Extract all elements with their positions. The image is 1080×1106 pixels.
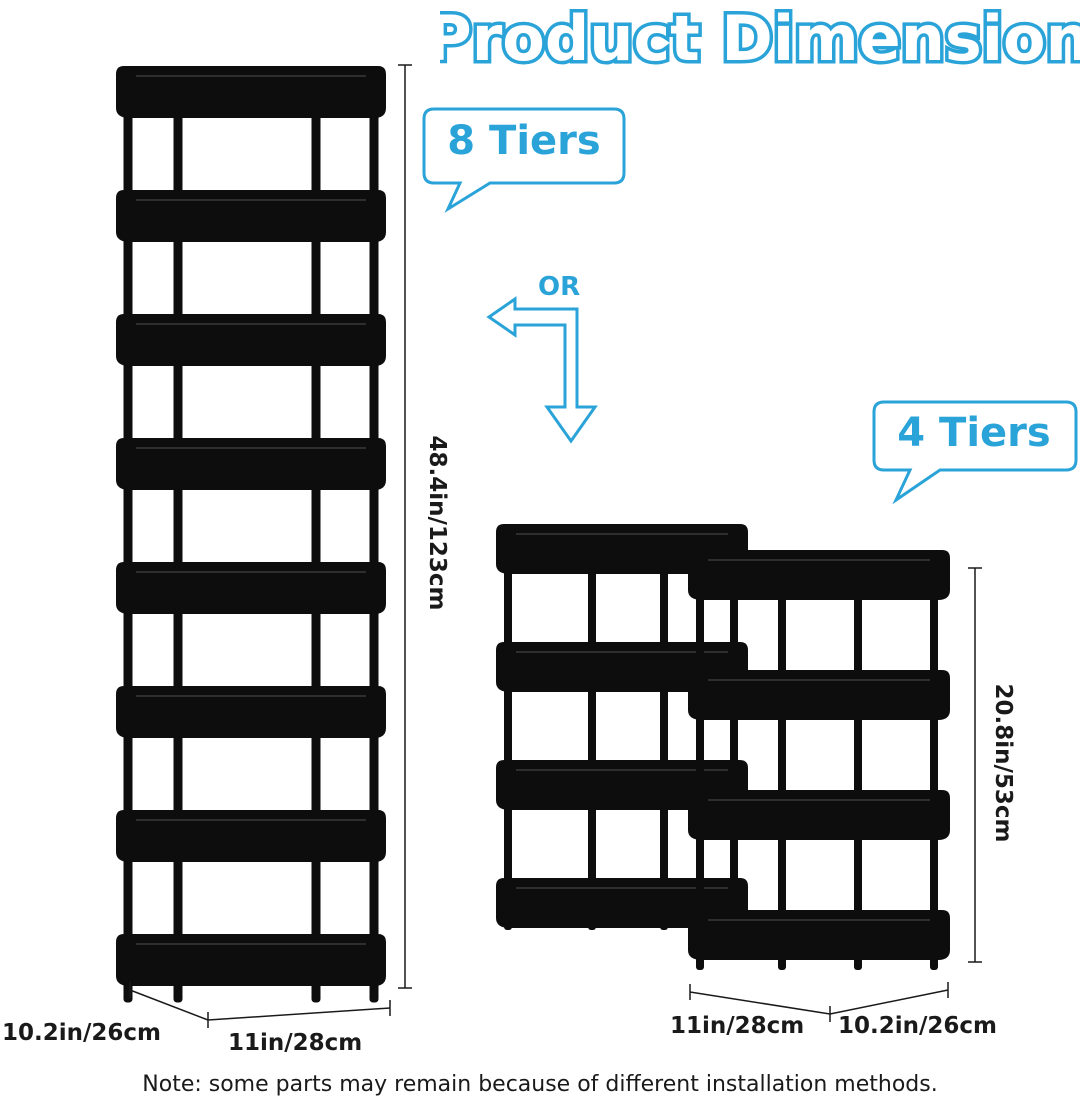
shelf-tier (496, 878, 748, 928)
shelf-tier (496, 524, 748, 574)
rack-8-tiers-image (116, 66, 386, 1003)
shelf-tier (116, 934, 386, 986)
shelf-tier (688, 910, 950, 960)
or-arrows-icon (486, 296, 598, 444)
shelf-tier (496, 760, 748, 810)
shelf-tier (116, 438, 386, 490)
callout-8-tiers: 8 Tiers (447, 118, 601, 164)
short-height-label: 20.8in/53cm (990, 683, 1016, 843)
short-depth-label: 10.2in/26cm (838, 1013, 998, 1039)
rack-4-tiers-right-image (688, 550, 950, 970)
short-width-label: 11in/28cm (670, 1013, 805, 1039)
shelf-tier (688, 550, 950, 600)
shelf-tier (688, 670, 950, 720)
or-label: OR (538, 272, 581, 302)
tall-depth-label: 10.2in/26cm (2, 1020, 162, 1046)
shelf-tier (116, 66, 386, 118)
tall-width-label: 11in/28cm (228, 1030, 363, 1056)
shelf-tier (688, 790, 950, 840)
shelf-tier (116, 314, 386, 366)
title-text: Product Dimension (440, 2, 1080, 75)
shelf-tier (116, 810, 386, 862)
page-title: Product Dimension (440, 0, 1080, 79)
shelf-tier (116, 686, 386, 738)
shelf-tier (116, 190, 386, 242)
callout-4-tiers: 4 Tiers (897, 410, 1051, 456)
shelf-tier (116, 562, 386, 614)
tall-height-label: 48.4in/123cm (424, 435, 450, 611)
shelf-tier (496, 642, 748, 692)
installation-note: Note: some parts may remain because of d… (142, 1072, 938, 1097)
callout-bubble-8-tiers (422, 107, 626, 213)
callout-bubble-4-tiers (872, 400, 1078, 505)
